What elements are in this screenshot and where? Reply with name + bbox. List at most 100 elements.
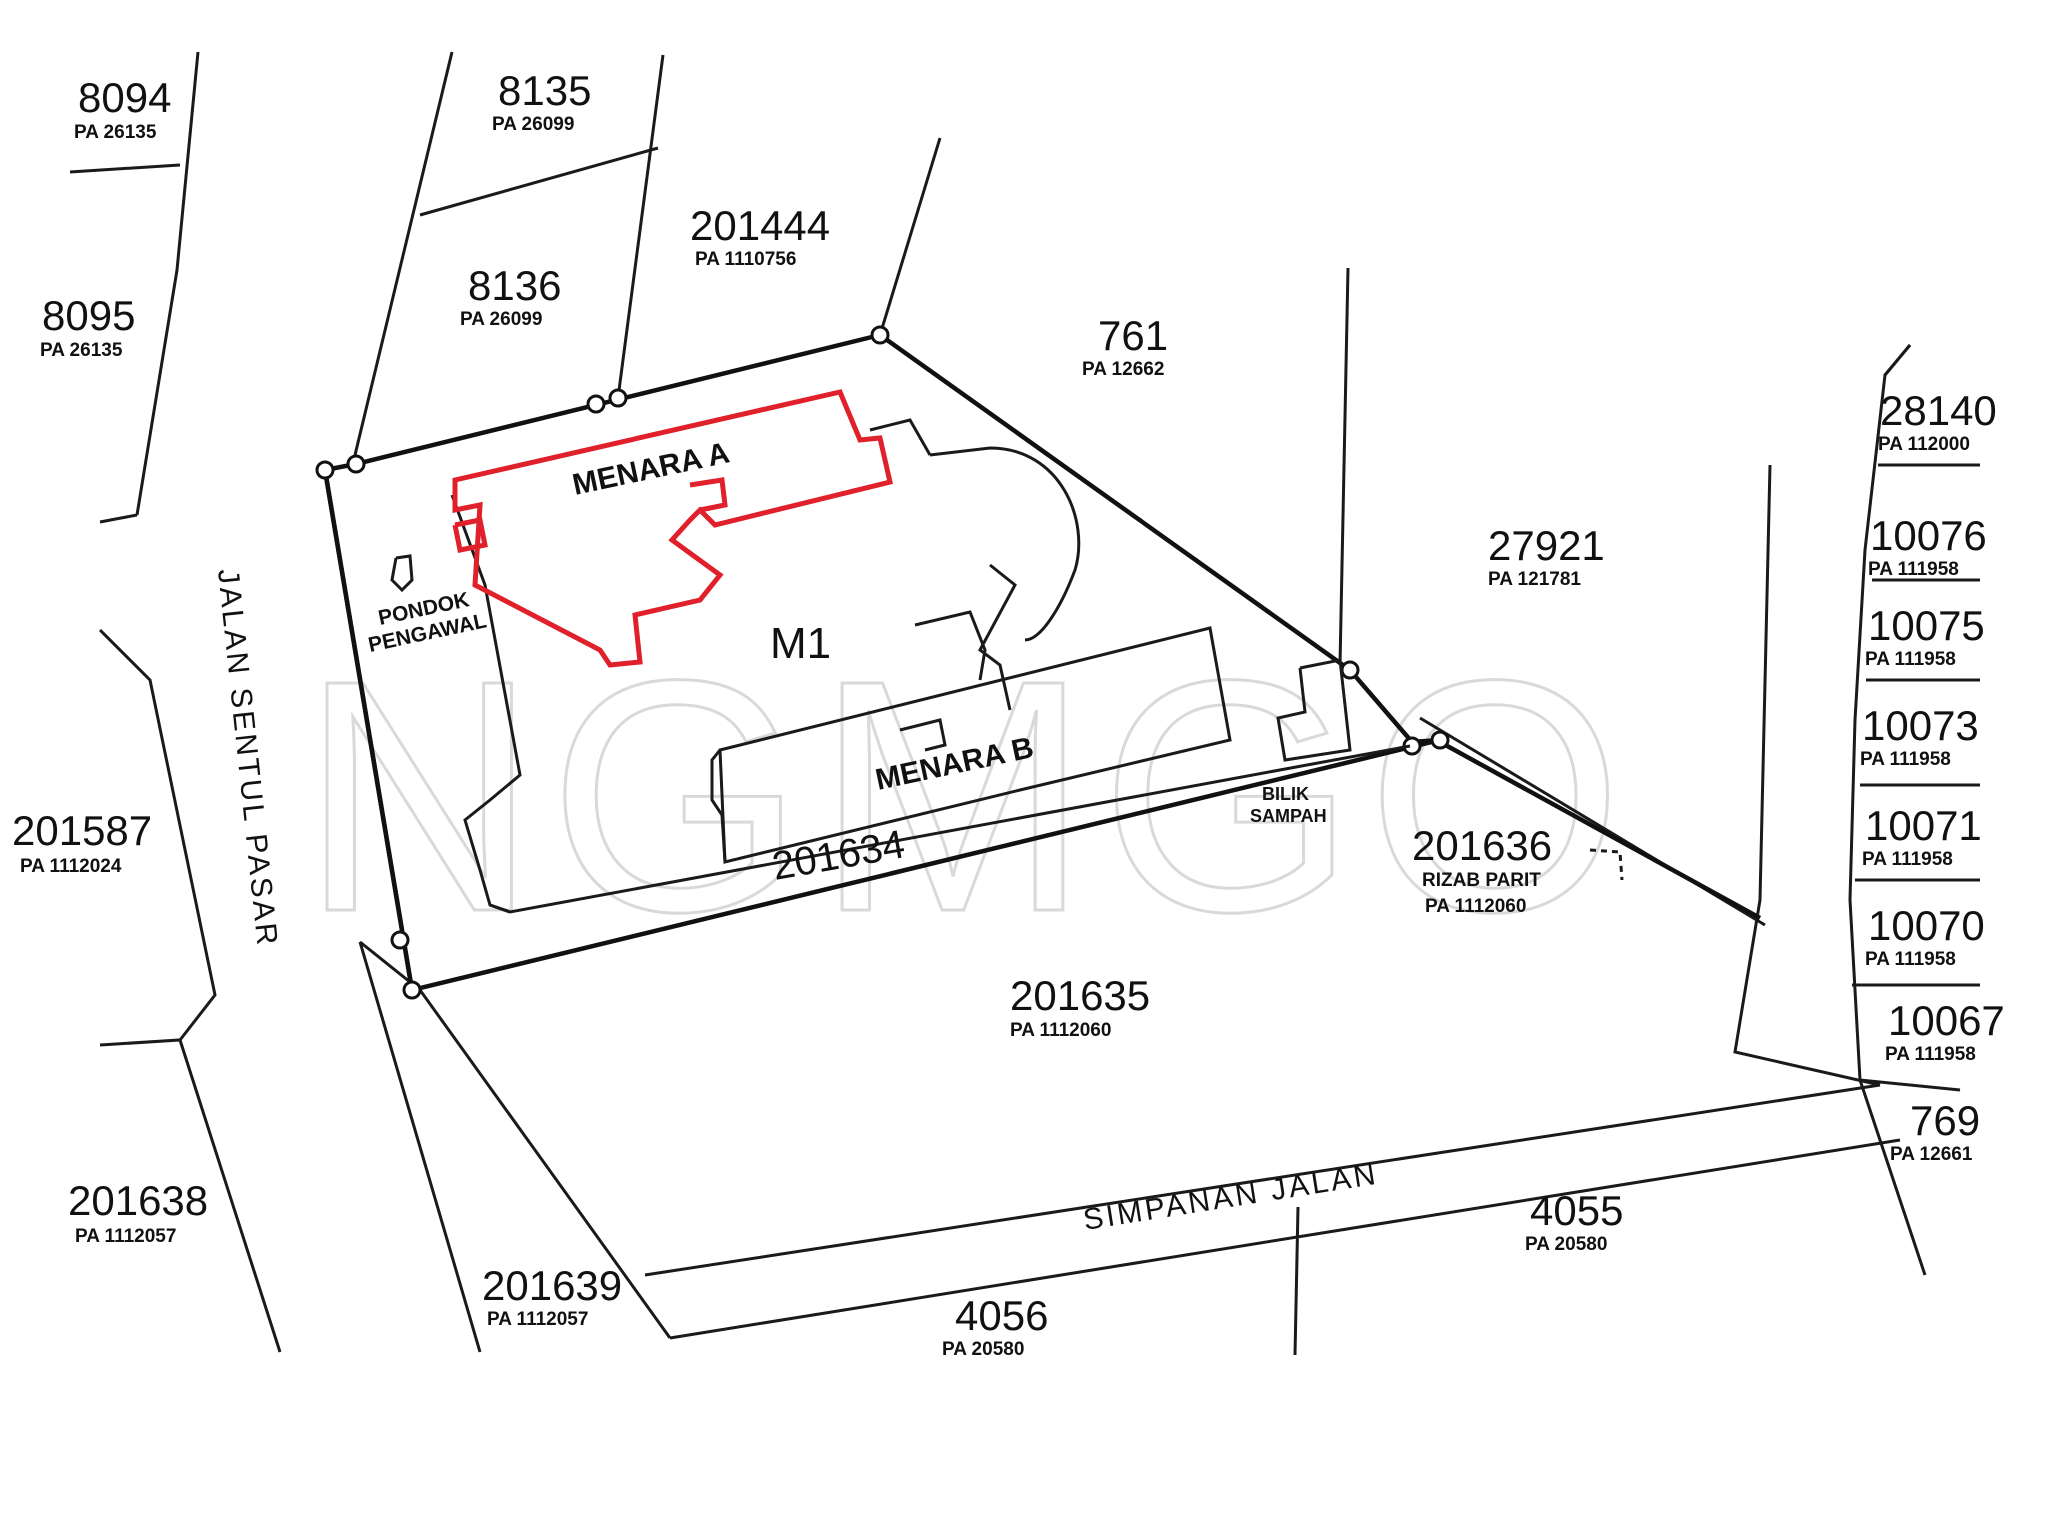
boundary-27921-east xyxy=(1733,464,1881,1087)
road-label-jalan-sentul-pasar: JALAN SENTUL PASAR xyxy=(211,567,284,949)
lot-pa-10070: PA 111958 xyxy=(1865,949,1956,970)
lot-number-761: 761 xyxy=(1098,312,1168,359)
boundary-761-27921 xyxy=(1338,267,1350,666)
boundary-marker xyxy=(390,930,410,950)
m1-curve xyxy=(929,446,1081,642)
boundary-201639-west xyxy=(358,941,482,1353)
boundary-simpanan-north xyxy=(644,1083,1881,1277)
lot-pa-201636: PA 1112060 xyxy=(1425,896,1526,917)
boundary-10067-769 xyxy=(1859,1078,1961,1092)
lot-pa-761: PA 12662 xyxy=(1082,359,1164,380)
lot-pa-28140: PA 112000 xyxy=(1878,434,1970,455)
boundary-marker xyxy=(315,460,335,480)
lot-number-10076: 10076 xyxy=(1870,512,1987,559)
m1-north-edge xyxy=(869,418,932,456)
bilik-sampah-footprint xyxy=(1276,658,1352,762)
lot-pa-4055: PA 20580 xyxy=(1525,1234,1607,1255)
rizab-parit-dashed xyxy=(1589,848,1624,881)
lot-pa-201587: PA 1112024 xyxy=(20,856,122,877)
label-bilik: BILIK xyxy=(1262,784,1309,804)
boundary-8095-south xyxy=(99,513,138,524)
boundary-marker xyxy=(346,454,366,474)
lot-pa-201639: PA 1112057 xyxy=(487,1309,588,1330)
boundary-8135-8136 xyxy=(419,146,659,217)
lot-number-8094: 8094 xyxy=(78,74,171,121)
boundary-markers xyxy=(315,325,1450,1000)
m1-west-wing xyxy=(450,494,522,914)
main-lot-west-edge xyxy=(322,469,415,991)
lot-number-8136: 8136 xyxy=(468,262,561,309)
menara-a-west-notch xyxy=(452,517,488,553)
lot-pa-10067: PA 111958 xyxy=(1885,1044,1976,1065)
lot-number-201636: 201636 xyxy=(1412,822,1552,869)
lot-pa-27921: PA 121781 xyxy=(1488,569,1581,590)
boundary-marker xyxy=(402,980,422,1000)
boundary-8094-8095-east xyxy=(135,51,200,516)
lot-number-10070: 10070 xyxy=(1868,902,1985,949)
boundary-201444-761 xyxy=(878,137,942,336)
lot-pa-10073: PA 111958 xyxy=(1860,749,1951,770)
watermark: NGMGO xyxy=(300,611,1633,980)
lot-201634-south-edge xyxy=(489,744,1411,914)
boundary-8135-east xyxy=(616,54,665,399)
menara-a-mid-notch xyxy=(689,477,728,513)
lot-number-201444: 201444 xyxy=(690,202,830,249)
lot-number-10073: 10073 xyxy=(1862,702,1979,749)
lot-pa-10075: PA 111958 xyxy=(1865,649,1956,670)
lot-number-10075: 10075 xyxy=(1868,602,1985,649)
lot-pa-10071: PA 111958 xyxy=(1862,849,1953,870)
lot-number-769: 769 xyxy=(1910,1097,1980,1144)
lot-pa-201635: PA 1112060 xyxy=(1010,1020,1111,1041)
lot-pa-201444: PA 1110756 xyxy=(695,249,796,270)
boundary-201587 xyxy=(98,628,217,1041)
menara-b-stair xyxy=(899,718,947,752)
boundary-8094-8095 xyxy=(69,163,181,174)
m1-connector-2 xyxy=(914,610,987,681)
main-lot-outline xyxy=(322,332,1441,993)
boundary-201638 xyxy=(99,1038,282,1353)
lot-number-27921: 27921 xyxy=(1488,522,1605,569)
boundary-marker xyxy=(870,325,890,345)
main-lot-boundary xyxy=(322,332,1762,993)
lot-number-28140: 28140 xyxy=(1880,387,1997,434)
menara-b-west-end xyxy=(710,749,727,863)
lot-number-4055: 4055 xyxy=(1530,1187,1623,1234)
menara-a-highlight xyxy=(452,389,893,668)
lot-number-4056: 4056 xyxy=(955,1292,1048,1339)
boundary-28140-top xyxy=(1883,344,1912,376)
boundary-marker xyxy=(1340,660,1360,680)
lot-number-201638: 201638 xyxy=(68,1177,208,1224)
lot-pa-769: PA 12661 xyxy=(1890,1144,1973,1165)
lot-number-201587: 201587 xyxy=(12,807,152,854)
boundary-8135-west xyxy=(353,51,454,456)
boundary-marker xyxy=(608,388,628,408)
building-footprints xyxy=(390,418,1624,914)
boundary-simpanan-south xyxy=(669,1138,1901,1340)
lot-number-201639: 201639 xyxy=(482,1262,622,1309)
boundary-marker xyxy=(1430,730,1450,750)
lot-number-201635: 201635 xyxy=(1010,972,1150,1019)
menara-a-footprint xyxy=(452,389,893,668)
lot-pa-201638: PA 1112057 xyxy=(75,1226,176,1247)
label-sampah: SAMPAH xyxy=(1250,806,1327,826)
lot-pa-10076: PA 111958 xyxy=(1868,559,1959,580)
lot-number-8095: 8095 xyxy=(42,292,135,339)
main-lot-east-diagonal xyxy=(1438,740,1762,920)
lot-pa-8094: PA 26135 xyxy=(74,122,157,143)
lot-pa-8136: PA 26099 xyxy=(460,309,542,330)
building-label-m1: M1 xyxy=(770,619,831,668)
lot-pa-8095: PA 26135 xyxy=(40,340,123,361)
pondok-pengawal-hut xyxy=(390,554,414,593)
lot-pa-4056: PA 20580 xyxy=(942,1339,1024,1360)
lot-number-8135: 8135 xyxy=(498,67,591,114)
road-label-simpanan-jalan: SIMPANAN JALAN xyxy=(1081,1158,1381,1237)
boundary-marker xyxy=(586,394,606,414)
lot-number-10071: 10071 xyxy=(1865,802,1982,849)
boundary-4055-4056 xyxy=(1293,1206,1300,1356)
lot-number-10067: 10067 xyxy=(1888,997,2005,1044)
lot-sublabel-201636: RIZAB PARIT xyxy=(1422,870,1541,891)
lot-pa-8135: PA 26099 xyxy=(492,114,574,135)
